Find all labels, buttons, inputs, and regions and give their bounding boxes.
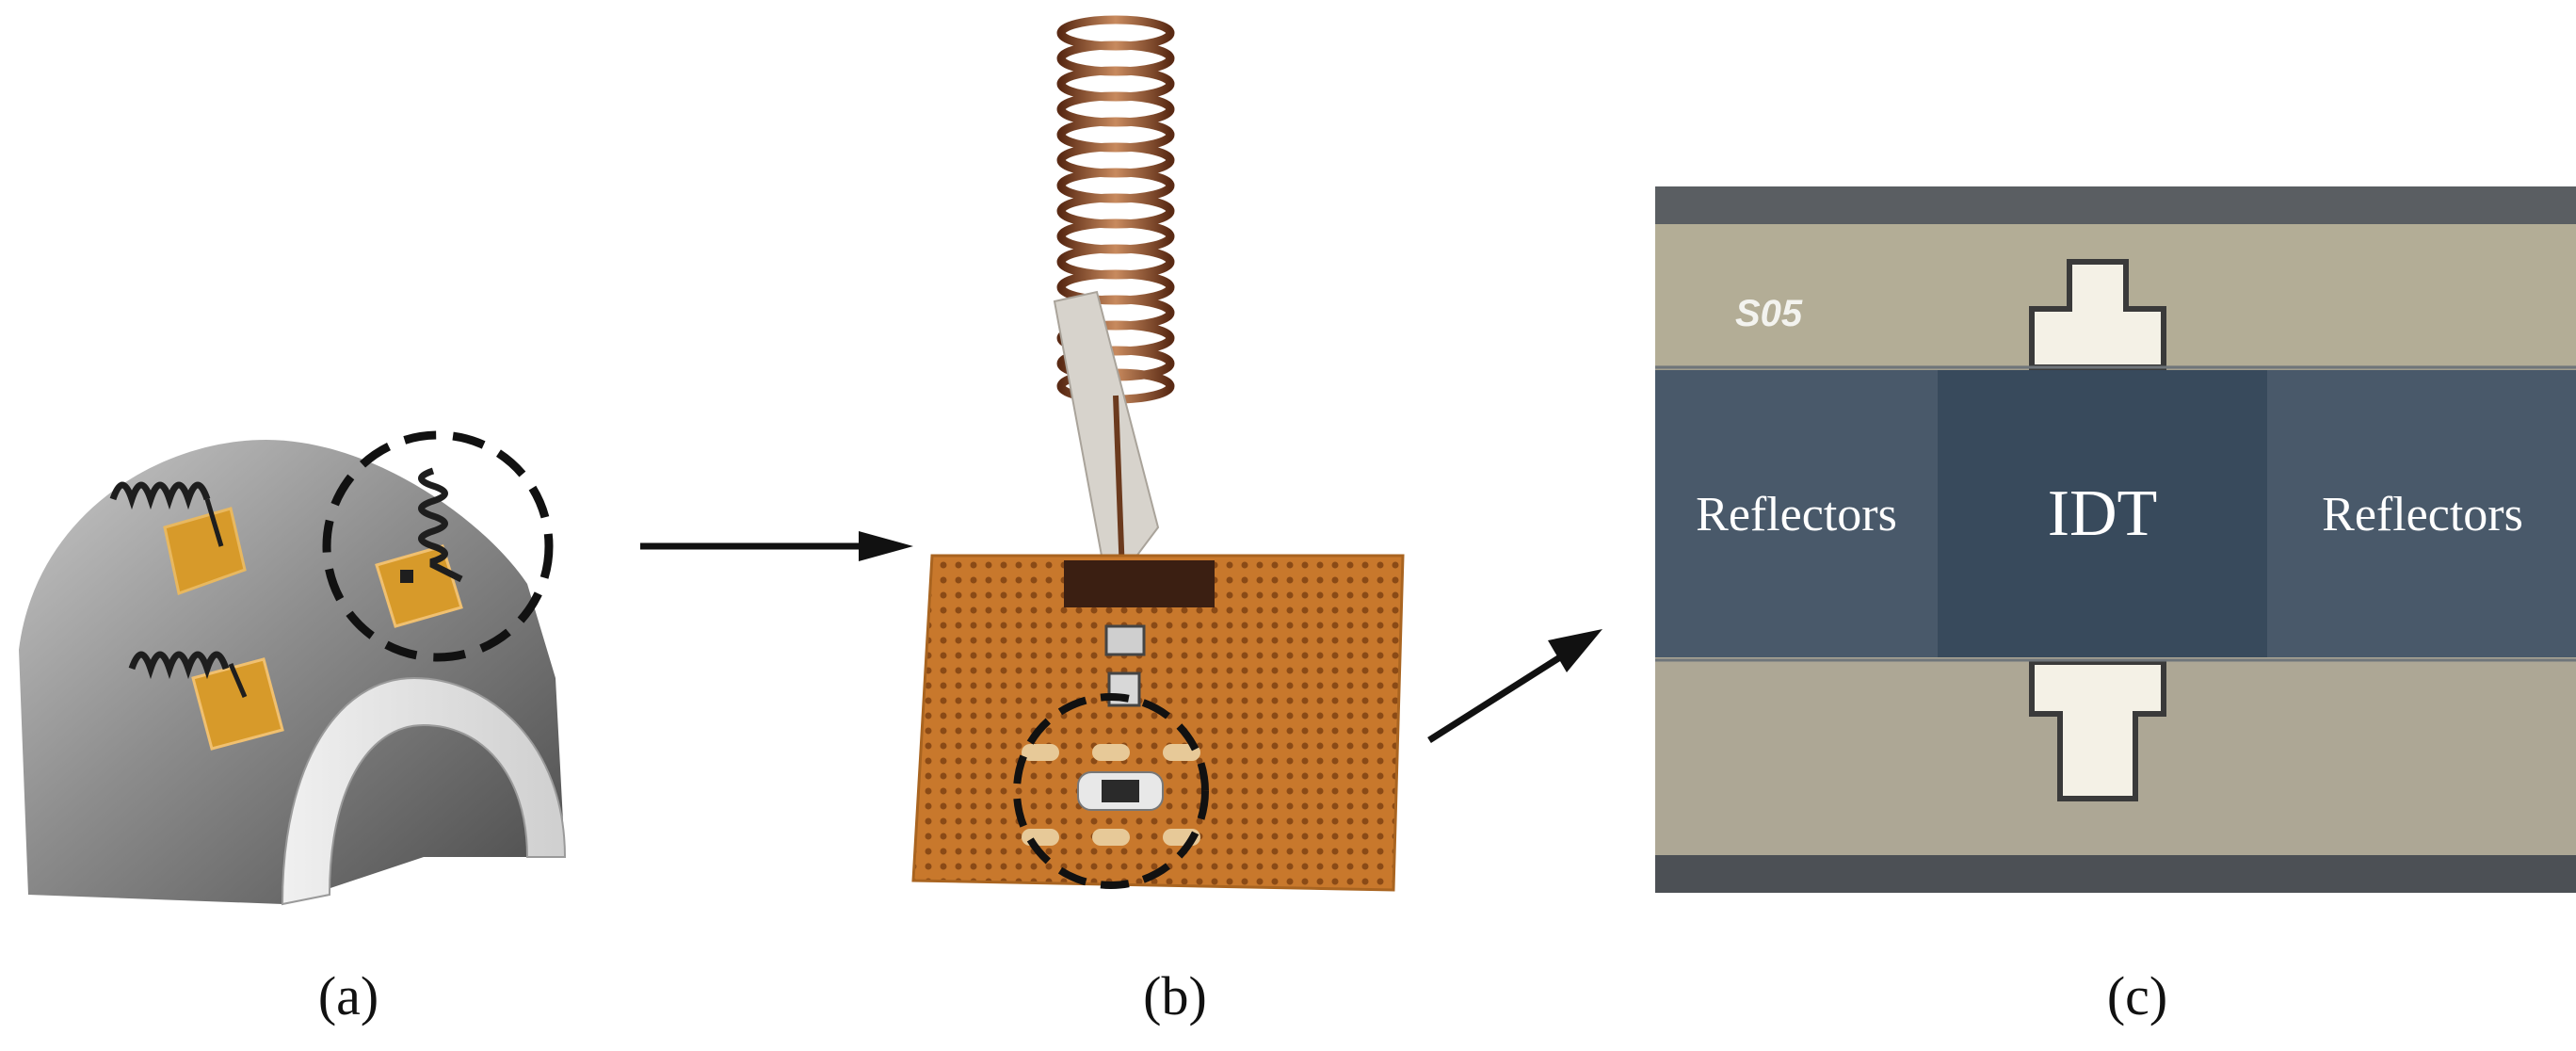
sensor-tag-2 bbox=[375, 467, 463, 628]
region-label-right: Reflectors bbox=[2322, 488, 2523, 542]
arrow-a-to-b bbox=[640, 531, 913, 561]
panel-c-micrograph: S05 Reflectors IDT Reflectors bbox=[1655, 186, 2576, 893]
caption-a: (a) bbox=[317, 965, 379, 1027]
flexible-board bbox=[911, 554, 1405, 892]
chip-id-label: S05 bbox=[1735, 293, 1803, 334]
component-1 bbox=[1104, 624, 1146, 656]
arrow-b-to-c bbox=[1427, 629, 1602, 743]
highlight-circle bbox=[322, 430, 554, 662]
caption-b: (b) bbox=[1143, 965, 1207, 1027]
micrograph-drawing: S05 Reflectors IDT Reflectors bbox=[1655, 186, 2576, 893]
highlight-circle-b bbox=[1013, 693, 1209, 889]
region-label-idt: IDT bbox=[2048, 477, 2158, 550]
antenna-pad bbox=[1064, 560, 1215, 607]
sensor-tag-1 bbox=[109, 481, 247, 595]
idt-region bbox=[1938, 370, 2267, 657]
feed-wire bbox=[1113, 395, 1125, 575]
caption-c: (c) bbox=[2106, 965, 2168, 1027]
panel-a-illustration bbox=[0, 367, 584, 932]
panel-b-photo bbox=[876, 0, 1422, 923]
right-reflector-region bbox=[2267, 370, 2576, 657]
curved-substrate-drawing bbox=[19, 430, 567, 906]
sensor-tag-3 bbox=[128, 651, 284, 751]
region-label-left: Reflectors bbox=[1696, 488, 1897, 542]
saw-chip bbox=[1102, 780, 1139, 802]
sensor-photo-drawing bbox=[911, 15, 1405, 892]
left-reflector-region bbox=[1655, 370, 1938, 657]
substrate-end-face bbox=[281, 676, 567, 906]
bottom-bond-pad bbox=[2029, 659, 2166, 801]
tape-tab bbox=[1053, 290, 1160, 567]
